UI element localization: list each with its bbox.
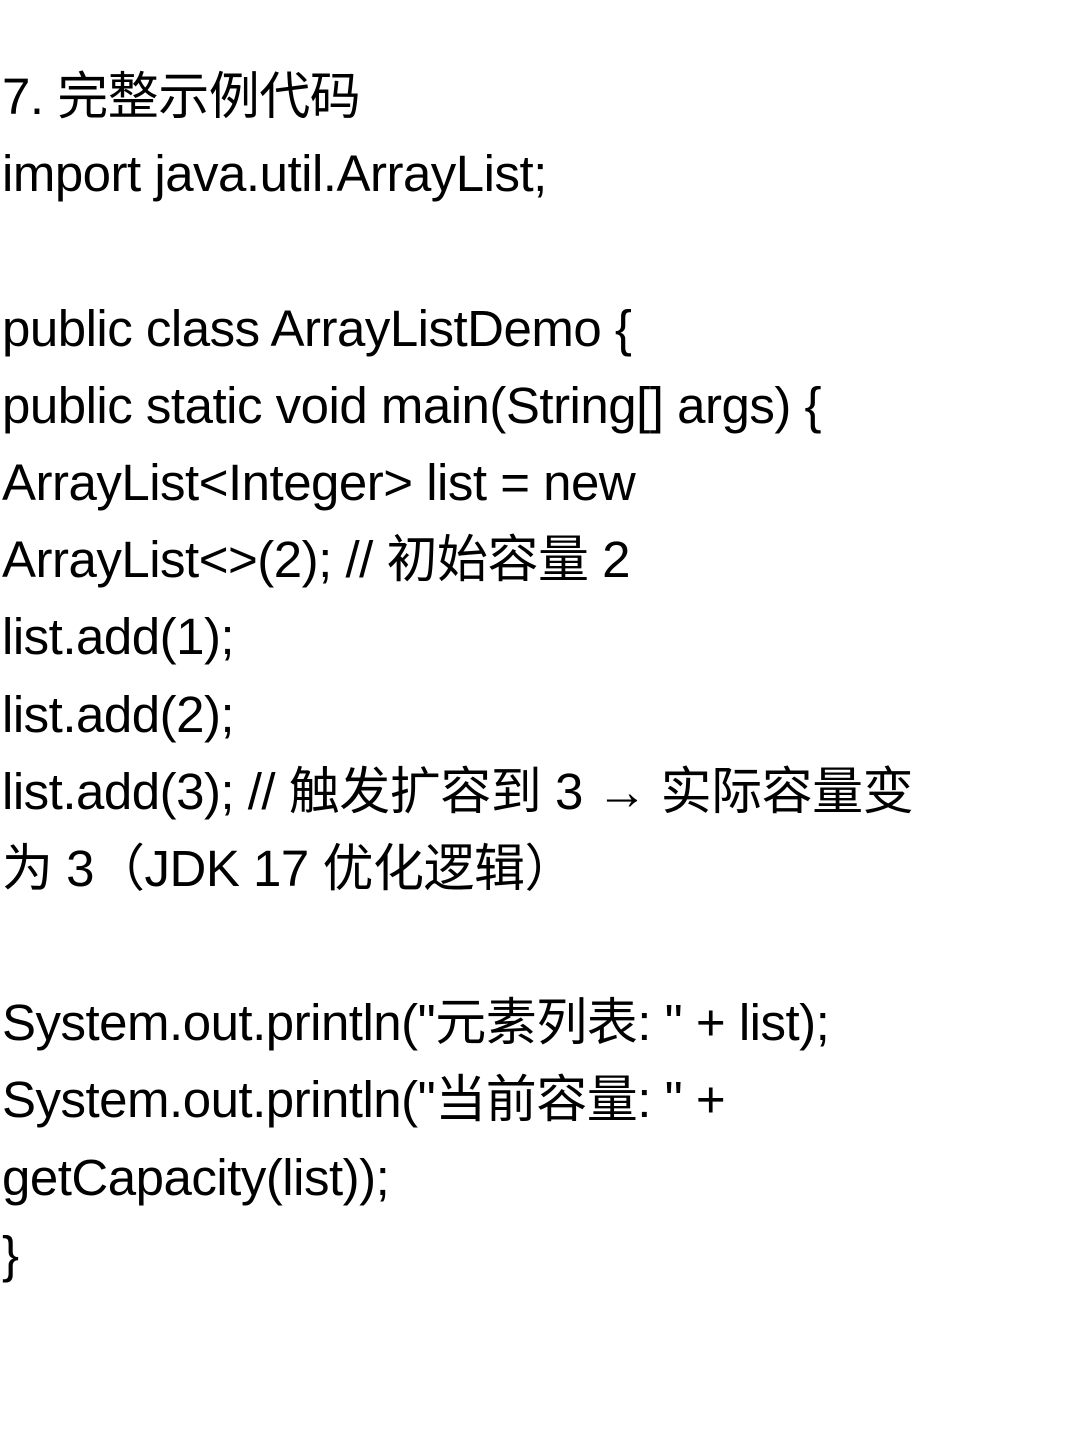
section-heading: 7. 完整示例代码 bbox=[2, 68, 361, 125]
code-line-main-decl: public static void main(String[] args) { bbox=[2, 376, 822, 434]
code-line-get-capacity: getCapacity(list)); bbox=[2, 1148, 390, 1206]
code-line-list-init: ArrayList<>(2); // 初始容量 2 bbox=[2, 531, 631, 589]
code-line-add-2: list.add(2); bbox=[2, 685, 235, 743]
code-line-add-3-comment-cont: 为 3（JDK 17 优化逻辑） bbox=[2, 839, 575, 897]
code-line-print-capacity: System.out.println("当前容量: " + bbox=[2, 1071, 726, 1129]
code-document: 7. 完整示例代码 import java.util.ArrayList; pu… bbox=[2, 58, 1078, 1293]
blank-line bbox=[2, 212, 1078, 289]
code-line-add-3: list.add(3); // 触发扩容到 3 → 实际容量变 bbox=[2, 762, 914, 820]
code-line-close-brace: } bbox=[2, 1225, 19, 1283]
code-line-list-decl: ArrayList<Integer> list = new bbox=[2, 453, 636, 511]
code-line-add-1: list.add(1); bbox=[2, 608, 235, 666]
code-line-class-decl: public class ArrayListDemo { bbox=[2, 299, 632, 357]
code-line-import: import java.util.ArrayList; bbox=[2, 145, 547, 203]
blank-line bbox=[2, 907, 1078, 984]
code-line-print-elements: System.out.println("元素列表: " + list); bbox=[2, 994, 830, 1052]
